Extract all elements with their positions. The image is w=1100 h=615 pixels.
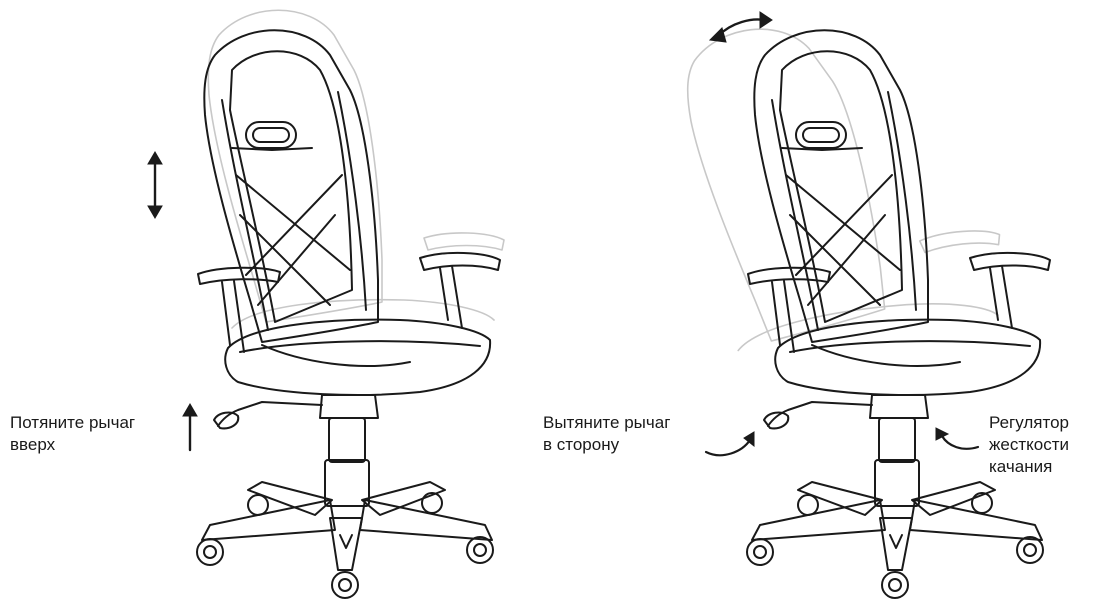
curved-arrow-icon [704, 431, 755, 457]
tilt-lever-caption-line2: в сторону [543, 435, 620, 454]
tension-knob-caption: Регулятор жесткости качания [989, 412, 1069, 478]
height-lever-caption-line2: вверх [10, 435, 56, 454]
chair-left [196, 29, 501, 599]
height-lever-caption: Потяните рычаг вверх [10, 412, 135, 456]
tilt-lever-caption-line1: Вытяните рычаг [543, 413, 671, 432]
up-arrow-icon [182, 403, 198, 452]
chair-left-ghost [207, 9, 505, 329]
tension-knob-caption-line2: жесткости [989, 435, 1069, 454]
up-down-arrow-icon [147, 151, 163, 219]
height-lever-caption-line1: Потяните рычаг [10, 413, 136, 432]
tilt-lever-caption: Вытяните рычаг в сторону [543, 412, 670, 456]
chair-right-ghost [680, 5, 1010, 354]
curved-arrow-icon [935, 427, 980, 450]
tension-knob-caption-line1: Регулятор [989, 413, 1070, 432]
tension-knob-caption-line3: качания [989, 457, 1053, 476]
chair-right [746, 29, 1051, 599]
double-curved-arrow-icon [708, 11, 773, 43]
